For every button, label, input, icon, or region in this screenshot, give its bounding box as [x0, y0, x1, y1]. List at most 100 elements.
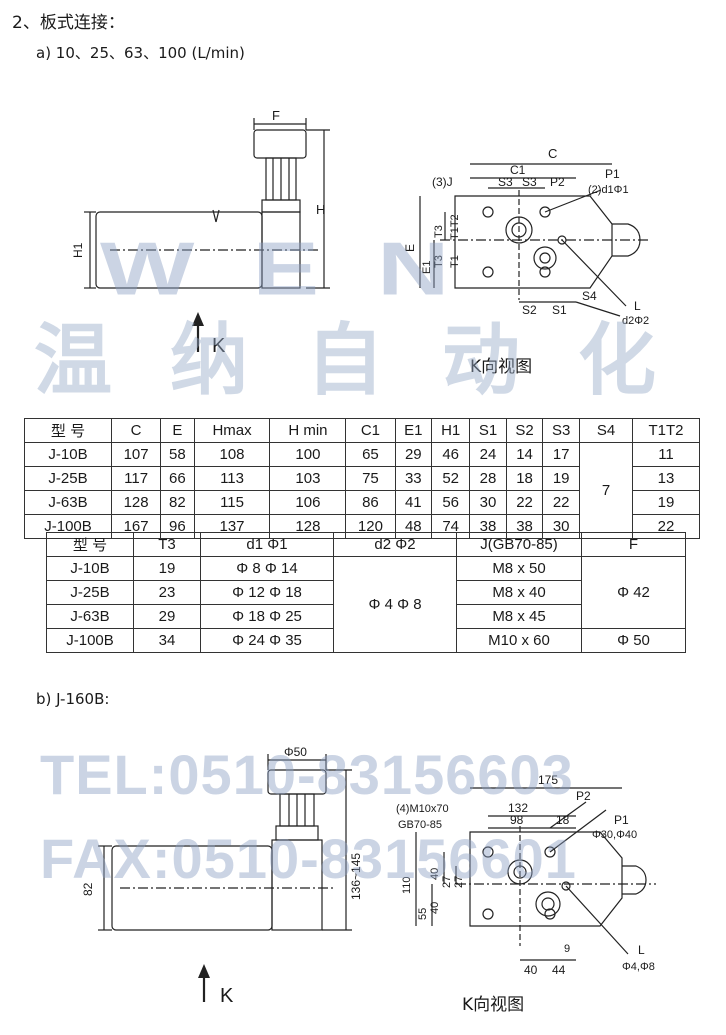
- dim-44: 44: [552, 963, 566, 977]
- table-cell: 28: [469, 466, 507, 491]
- table-cell: J-63B: [46, 604, 134, 629]
- header-cell: 型 号: [46, 532, 134, 557]
- table-cell: 56: [431, 490, 471, 515]
- table-cell: 46: [431, 442, 471, 467]
- header-cell: S4: [579, 418, 633, 443]
- dim-m10: (4)M10x70: [396, 803, 449, 815]
- header-cell: d2 Φ2: [333, 532, 457, 557]
- table-cell: 66: [160, 466, 195, 491]
- table-row: J-10B 107 58 108 100 65 29 46 24 14 17 7…: [24, 442, 700, 539]
- dim-s3a: S3: [498, 175, 513, 189]
- dim-t3b: T3: [433, 255, 445, 268]
- header-cell: S1: [469, 418, 507, 443]
- table-cell: J-25B: [24, 466, 112, 491]
- table-cell: 113: [193, 466, 271, 491]
- header-cell: E: [160, 418, 195, 443]
- view-caption-a: K向视图: [470, 357, 533, 377]
- dim-p1: P1: [605, 167, 620, 181]
- header-cell: H min: [269, 418, 347, 443]
- header-cell: C: [110, 418, 162, 443]
- table-cell: Φ 24 Φ 35: [200, 628, 334, 653]
- table-cell: 86: [345, 490, 396, 515]
- table-cell: 23: [133, 580, 201, 605]
- table-cell: 34: [133, 628, 201, 653]
- dim-p1b: P1: [614, 813, 629, 827]
- table-cell: J-63B: [24, 490, 112, 515]
- table-row: J-100B 34 Φ 24 Φ 35 M10 x 60 Φ 50: [46, 628, 686, 653]
- table-cell: 41: [394, 490, 433, 515]
- dim-p2: P2: [550, 175, 565, 189]
- dim-p2b: P2: [576, 789, 591, 803]
- dim-9: 9: [564, 943, 570, 955]
- dim-t3a: T3: [433, 225, 445, 238]
- dim-j: (3)J: [432, 175, 453, 189]
- table-cell: J-10B: [24, 442, 112, 467]
- dim-l: L: [634, 299, 641, 313]
- dim-c: C: [548, 146, 557, 161]
- dim-s3b: S3: [522, 175, 537, 189]
- table-cell: J-25B: [46, 580, 134, 605]
- dim-s2: S2: [522, 303, 537, 317]
- table-cell: 22: [505, 490, 544, 515]
- header-cell: Hmax: [193, 418, 271, 443]
- dim-phi3040: Φ30,Φ40: [592, 829, 637, 841]
- table-cell: 117: [110, 466, 162, 491]
- table-cell: 29: [394, 442, 433, 467]
- dim-e1: E1: [421, 261, 433, 274]
- table-cell: 19: [133, 556, 201, 581]
- table-cell: 115: [193, 490, 271, 515]
- dim-phi48: Φ4,Φ8: [622, 961, 655, 973]
- table-header-row: 型 号 T3 d1 Φ1 d2 Φ2 J(GB70-85) F: [46, 532, 686, 557]
- section-heading: 2、板式连接：: [12, 13, 125, 33]
- part-b-drawing: Φ50 136~145 82 K 175 132 98 18 (4)M10x70…: [81, 745, 656, 1007]
- dim-55: 55: [417, 908, 429, 920]
- dim-27b: 27: [453, 876, 465, 888]
- k-label-b: K: [220, 985, 234, 1007]
- dim-h1: H1: [71, 242, 85, 258]
- dim-h: H: [316, 202, 325, 217]
- header-cell: H1: [431, 418, 471, 443]
- dim-f: F: [272, 108, 280, 123]
- header-cell: E1: [394, 418, 433, 443]
- table-cell: J-100B: [46, 628, 134, 653]
- header-cell: F: [581, 532, 686, 557]
- table-cell: 19: [632, 490, 700, 515]
- dim-e: E: [403, 244, 417, 252]
- table-header-row: 型 号 C E Hmax H min C1 E1 H1 S1 S2 S3 S4 …: [24, 418, 700, 443]
- part-a-label: a) 10、25、63、100 (L/min): [36, 44, 245, 62]
- table-cell: 65: [345, 442, 396, 467]
- dim-c1: C1: [510, 163, 526, 177]
- dim-d2: d2Φ2: [622, 315, 649, 327]
- d2-merged-cell: Φ 4 Φ 8: [333, 556, 457, 653]
- table-cell: 14: [505, 442, 544, 467]
- dim-h82: 82: [81, 882, 95, 896]
- dim-phi50: Φ50: [284, 745, 307, 759]
- table-cell: 75: [345, 466, 396, 491]
- table-cell: 128: [110, 490, 162, 515]
- table-cell: 29: [133, 604, 201, 629]
- dim-40c: 40: [524, 963, 538, 977]
- header-cell: T3: [133, 532, 201, 557]
- table-row: J-25B 23 Φ 12 Φ 18 M8 x 40: [46, 580, 686, 605]
- table-cell: M8 x 50: [456, 556, 582, 581]
- dim-t1: T1: [449, 255, 461, 268]
- table-cell: 52: [431, 466, 471, 491]
- table-cell: 100: [269, 442, 347, 467]
- f-merged-cell: Φ 42: [581, 556, 686, 629]
- header-cell: S2: [505, 418, 544, 443]
- table-row: J-63B 29 Φ 18 Φ 25 M8 x 45: [46, 604, 686, 629]
- table-row: J-63B 128 82 115 106 86 41 56 30 22 22 1…: [24, 490, 700, 515]
- spec-table-2: 型 号 T3 d1 Φ1 d2 Φ2 J(GB70-85) F J-10B 19…: [46, 532, 686, 653]
- k-label-a: K: [212, 335, 226, 357]
- table-cell: 24: [469, 442, 507, 467]
- s4-merged-cell: 7: [579, 442, 633, 539]
- header-cell: S3: [542, 418, 580, 443]
- dim-18: 18: [556, 813, 570, 827]
- table-cell: 18: [505, 466, 544, 491]
- table-cell: J-10B: [46, 556, 134, 581]
- table-cell: M8 x 45: [456, 604, 582, 629]
- spec-table-1: 型 号 C E Hmax H min C1 E1 H1 S1 S2 S3 S4 …: [24, 418, 700, 539]
- table-cell: Φ 8 Φ 14: [200, 556, 334, 581]
- part-a-drawing: F H H1 K C C1 S3 S3 P2 P1 (2)d1Φ1 (3)J E…: [71, 108, 650, 357]
- table-cell: 58: [160, 442, 195, 467]
